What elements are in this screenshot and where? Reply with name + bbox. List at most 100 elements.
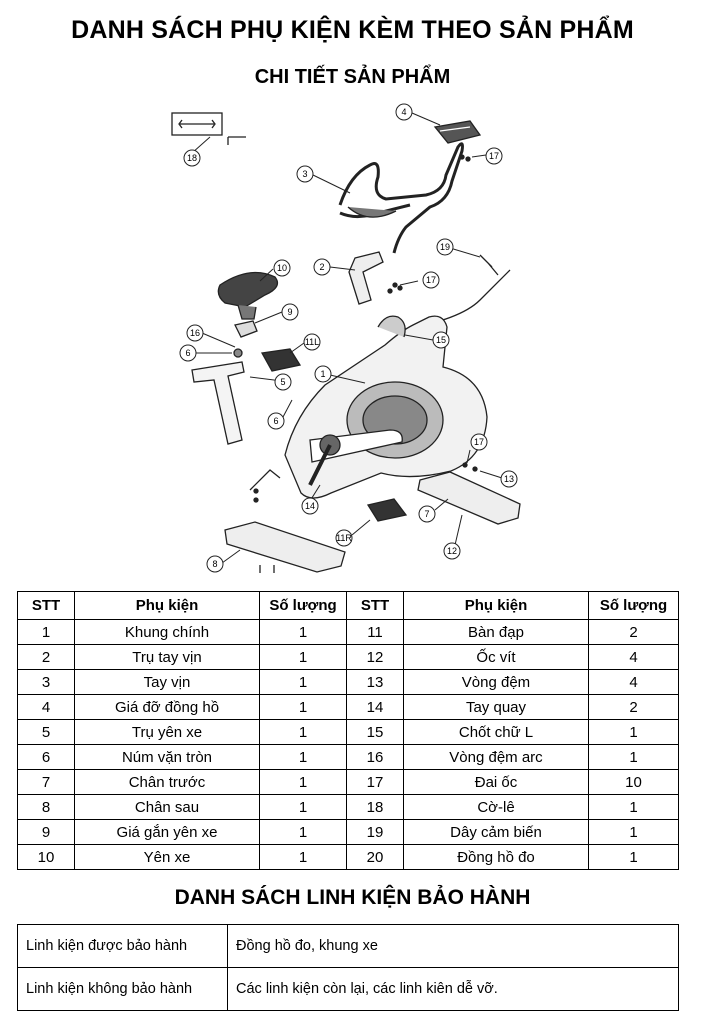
table-cell: 3 (17, 669, 75, 695)
table-cell: 13 (346, 669, 404, 695)
table-cell: Cờ-lê (403, 794, 589, 820)
page-title: DANH SÁCH PHỤ KIỆN KÈM THEO SẢN PHẨM (71, 16, 634, 44)
table-cell: 14 (346, 694, 404, 720)
seat-post-part (191, 361, 245, 445)
callout-12 (443, 542, 461, 560)
warranty-label-cell: Linh kiện không bảo hành (17, 967, 228, 1011)
svg-text:16: 16 (190, 328, 200, 338)
header-part: Phụ kiện (403, 591, 589, 620)
svg-text:6: 6 (185, 348, 190, 358)
table-cell: Giá gắn yên xe (74, 819, 260, 845)
exploded-bike-diagram: 18 4 17 3 2 17 19 10 9 16 6 11L 5 1 15 6… (171, 103, 521, 573)
table-cell: Đồng hồ đo (403, 844, 589, 870)
table-cell: 1 (588, 819, 679, 845)
wrench-icon (178, 119, 216, 129)
callout-18 (183, 149, 201, 167)
svg-text:2: 2 (319, 262, 324, 272)
table-cell: 1 (588, 794, 679, 820)
svg-text:7: 7 (424, 509, 429, 519)
header-stt: STT (346, 591, 404, 620)
table-cell: 12 (346, 644, 404, 670)
svg-text:3: 3 (302, 169, 307, 179)
table-cell: 1 (588, 744, 679, 770)
table-cell: Đai ốc (403, 769, 589, 795)
table-cell: Trụ yên xe (74, 719, 260, 745)
table-cell: 1 (259, 819, 347, 845)
callout-1 (314, 365, 332, 383)
callout-5 (274, 373, 292, 391)
svg-text:11R: 11R (336, 533, 352, 543)
table-cell: 18 (346, 794, 404, 820)
table-cell: Giá đỡ đồng hồ (74, 694, 260, 720)
callout-7 (418, 505, 436, 523)
table-cell: Núm vặn tròn (74, 744, 260, 770)
svg-text:8: 8 (212, 559, 217, 569)
header-qty: Số lượng (588, 591, 679, 620)
callout-13 (500, 470, 518, 488)
table-cell: 2 (588, 619, 679, 645)
callout-6b (267, 412, 285, 430)
table-cell: Vòng đệm arc (403, 744, 589, 770)
table-cell: 19 (346, 819, 404, 845)
callout-6a (179, 344, 197, 362)
table-cell: Tay quay (403, 694, 589, 720)
crank-part (308, 444, 332, 486)
svg-text:17: 17 (426, 275, 436, 285)
callout-17a (485, 147, 503, 165)
page-subtitle: CHI TIẾT SẢN PHẨM (254, 66, 451, 88)
table-cell: 10 (588, 769, 679, 795)
pedal-left-part (260, 348, 302, 372)
table-cell: Chân sau (74, 794, 260, 820)
table-cell: 11 (346, 619, 404, 645)
table-cell: Vòng đệm (403, 669, 589, 695)
handlebar-post-part (348, 251, 384, 305)
warranty-value-cell: Các linh kiện còn lại, các linh kiên dễ … (227, 967, 679, 1011)
callout-17b (422, 271, 440, 289)
svg-text:12: 12 (447, 546, 457, 556)
parts-table: STT Phụ kiện Số lượng STT Phụ kiện Số lư… (17, 591, 679, 870)
table-cell: 17 (346, 769, 404, 795)
svg-text:17: 17 (489, 151, 499, 161)
table-cell: Yên xe (74, 844, 260, 870)
svg-text:19: 19 (440, 242, 450, 252)
table-cell: 1 (259, 694, 347, 720)
parts-table-header: STT Phụ kiện Số lượng STT Phụ kiện Số lư… (17, 591, 679, 620)
callout-19 (436, 238, 454, 256)
table-cell: 1 (259, 619, 347, 645)
table-cell: Tay vịn (74, 669, 260, 695)
svg-text:4: 4 (401, 107, 406, 117)
table-cell: 1 (588, 844, 679, 870)
svg-text:9: 9 (287, 307, 292, 317)
table-cell: 5 (17, 719, 75, 745)
sensor-cable (399, 254, 511, 331)
front-base-part (417, 471, 521, 525)
seat-mount-part (234, 320, 258, 338)
handlebar-part (338, 142, 464, 254)
warranty-label-cell: Linh kiện được bảo hành (17, 924, 228, 968)
callout-15 (432, 331, 450, 349)
table-cell: Chân trước (74, 769, 260, 795)
table-cell: Trụ tay vịn (74, 644, 260, 670)
header-stt: STT (17, 591, 75, 620)
callout-11L (303, 333, 321, 351)
svg-text:13: 13 (504, 474, 514, 484)
meter-bracket-part (433, 120, 482, 162)
svg-text:11L: 11L (305, 337, 319, 347)
svg-text:14: 14 (305, 501, 315, 511)
table-cell: 10 (17, 844, 75, 870)
callout-14 (301, 497, 319, 515)
svg-text:10: 10 (277, 263, 287, 273)
callout-8 (206, 555, 224, 573)
table-cell: Ốc vít (403, 644, 589, 670)
table-cell: 1 (259, 844, 347, 870)
svg-text:6: 6 (273, 416, 278, 426)
